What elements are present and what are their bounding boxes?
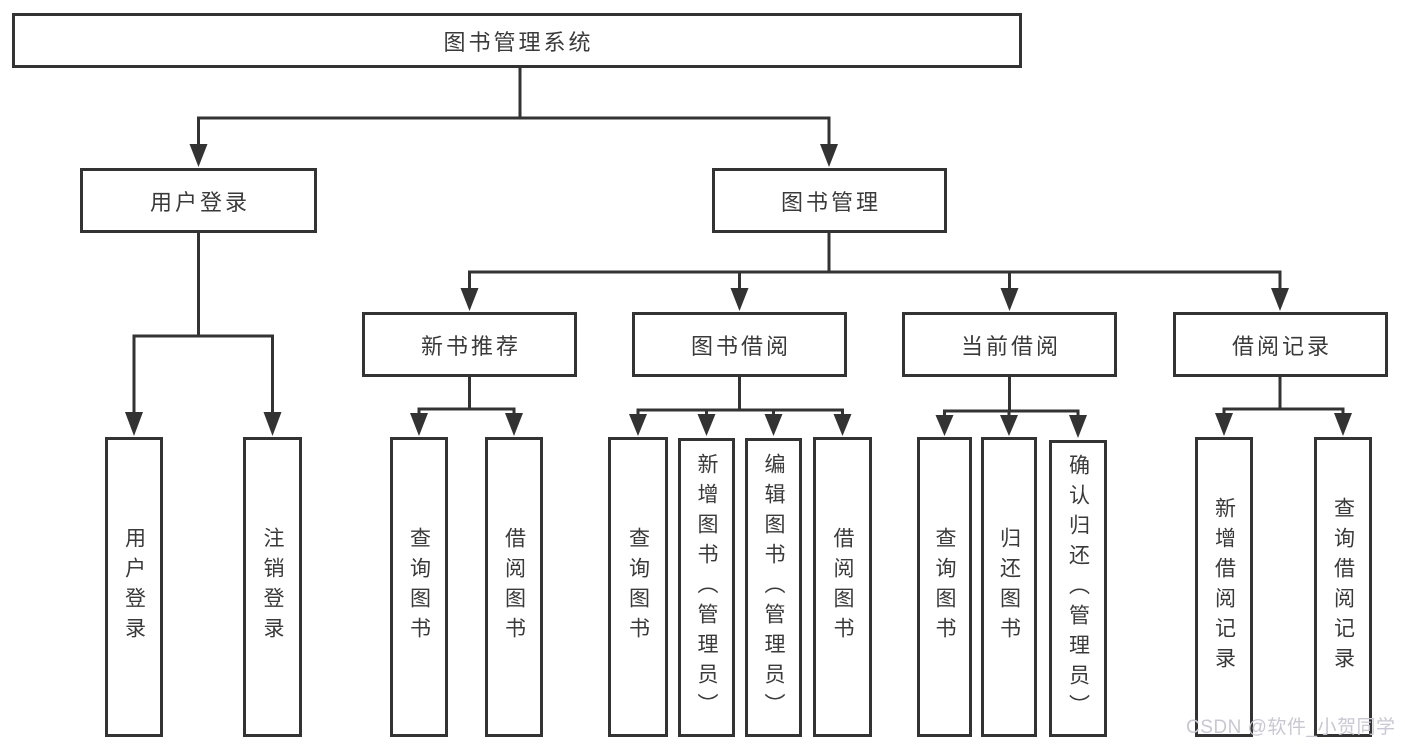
node-cb-query-book: 查询图书 bbox=[917, 437, 972, 737]
edge-current-borrow-to-leaves bbox=[935, 377, 1087, 438]
node-bb-edit-book: 编辑图书（管理员） bbox=[745, 438, 802, 737]
node-bb-borrow-book: 借阅图书 bbox=[813, 437, 872, 737]
node-new-book-rec: 新书推荐 bbox=[362, 312, 577, 377]
node-rec-query-book-label: 查询图书 bbox=[407, 527, 431, 647]
edge-borrow-record-to-leaves bbox=[1215, 377, 1352, 436]
edge-root-to-level2 bbox=[189, 68, 838, 167]
edge-book-mgmt-to-level3 bbox=[460, 232, 1289, 311]
node-bb-query-book-label: 查询图书 bbox=[626, 527, 650, 647]
node-cb-return-book: 归还图书 bbox=[981, 437, 1037, 737]
node-borrow-record: 借阅记录 bbox=[1173, 312, 1388, 377]
node-br-query-record: 查询借阅记录 bbox=[1314, 437, 1372, 737]
node-br-add-record-label: 新增借阅记录 bbox=[1212, 497, 1236, 677]
edge-new-book-rec-to-leaves bbox=[410, 377, 523, 436]
node-cb-confirm-return-label: 确认归还（管理员） bbox=[1066, 453, 1090, 724]
node-user-login: 用户登录 bbox=[80, 168, 317, 233]
node-book-mgmt: 图书管理 bbox=[712, 168, 947, 233]
edge-book-borrow-to-leaves bbox=[629, 377, 852, 436]
node-borrow-record-label: 借阅记录 bbox=[1231, 333, 1332, 359]
node-rec-borrow-book-label: 借阅图书 bbox=[502, 527, 526, 647]
node-bb-add-book: 新增图书（管理员） bbox=[678, 438, 735, 737]
node-current-borrow-label: 当前借阅 bbox=[960, 333, 1061, 359]
watermark-text: CSDN @软件_小贺同学 bbox=[1186, 717, 1396, 738]
node-root: 图书管理系统 bbox=[12, 13, 1022, 68]
edge-user-login-to-leaves bbox=[125, 232, 282, 436]
node-leaf-user-login: 用户登录 bbox=[105, 437, 163, 737]
node-br-query-record-label: 查询借阅记录 bbox=[1331, 497, 1355, 677]
node-current-borrow: 当前借阅 bbox=[902, 312, 1117, 377]
node-rec-borrow-book: 借阅图书 bbox=[485, 437, 543, 737]
node-cb-return-book-label: 归还图书 bbox=[997, 527, 1021, 647]
node-bb-add-book-label: 新增图书（管理员） bbox=[695, 452, 718, 723]
node-new-book-rec-label: 新书推荐 bbox=[420, 333, 521, 359]
node-root-label: 图书管理系统 bbox=[443, 29, 594, 55]
node-book-mgmt-label: 图书管理 bbox=[780, 189, 881, 215]
node-br-add-record: 新增借阅记录 bbox=[1195, 437, 1253, 737]
node-cb-query-book-label: 查询图书 bbox=[933, 527, 956, 647]
node-user-login-label: 用户登录 bbox=[149, 189, 250, 215]
node-book-borrow-label: 图书借阅 bbox=[690, 333, 791, 359]
node-leaf-logout-label: 注销登录 bbox=[261, 527, 284, 647]
node-rec-query-book: 查询图书 bbox=[390, 437, 448, 737]
node-bb-edit-book-label: 编辑图书（管理员） bbox=[762, 452, 785, 723]
node-bb-query-book: 查询图书 bbox=[608, 437, 668, 737]
node-cb-confirm-return: 确认归还（管理员） bbox=[1049, 440, 1107, 737]
node-bb-borrow-book-label: 借阅图书 bbox=[831, 527, 854, 647]
node-book-borrow: 图书借阅 bbox=[632, 312, 847, 377]
node-leaf-user-login-label: 用户登录 bbox=[122, 527, 146, 647]
node-leaf-logout: 注销登录 bbox=[243, 437, 302, 737]
